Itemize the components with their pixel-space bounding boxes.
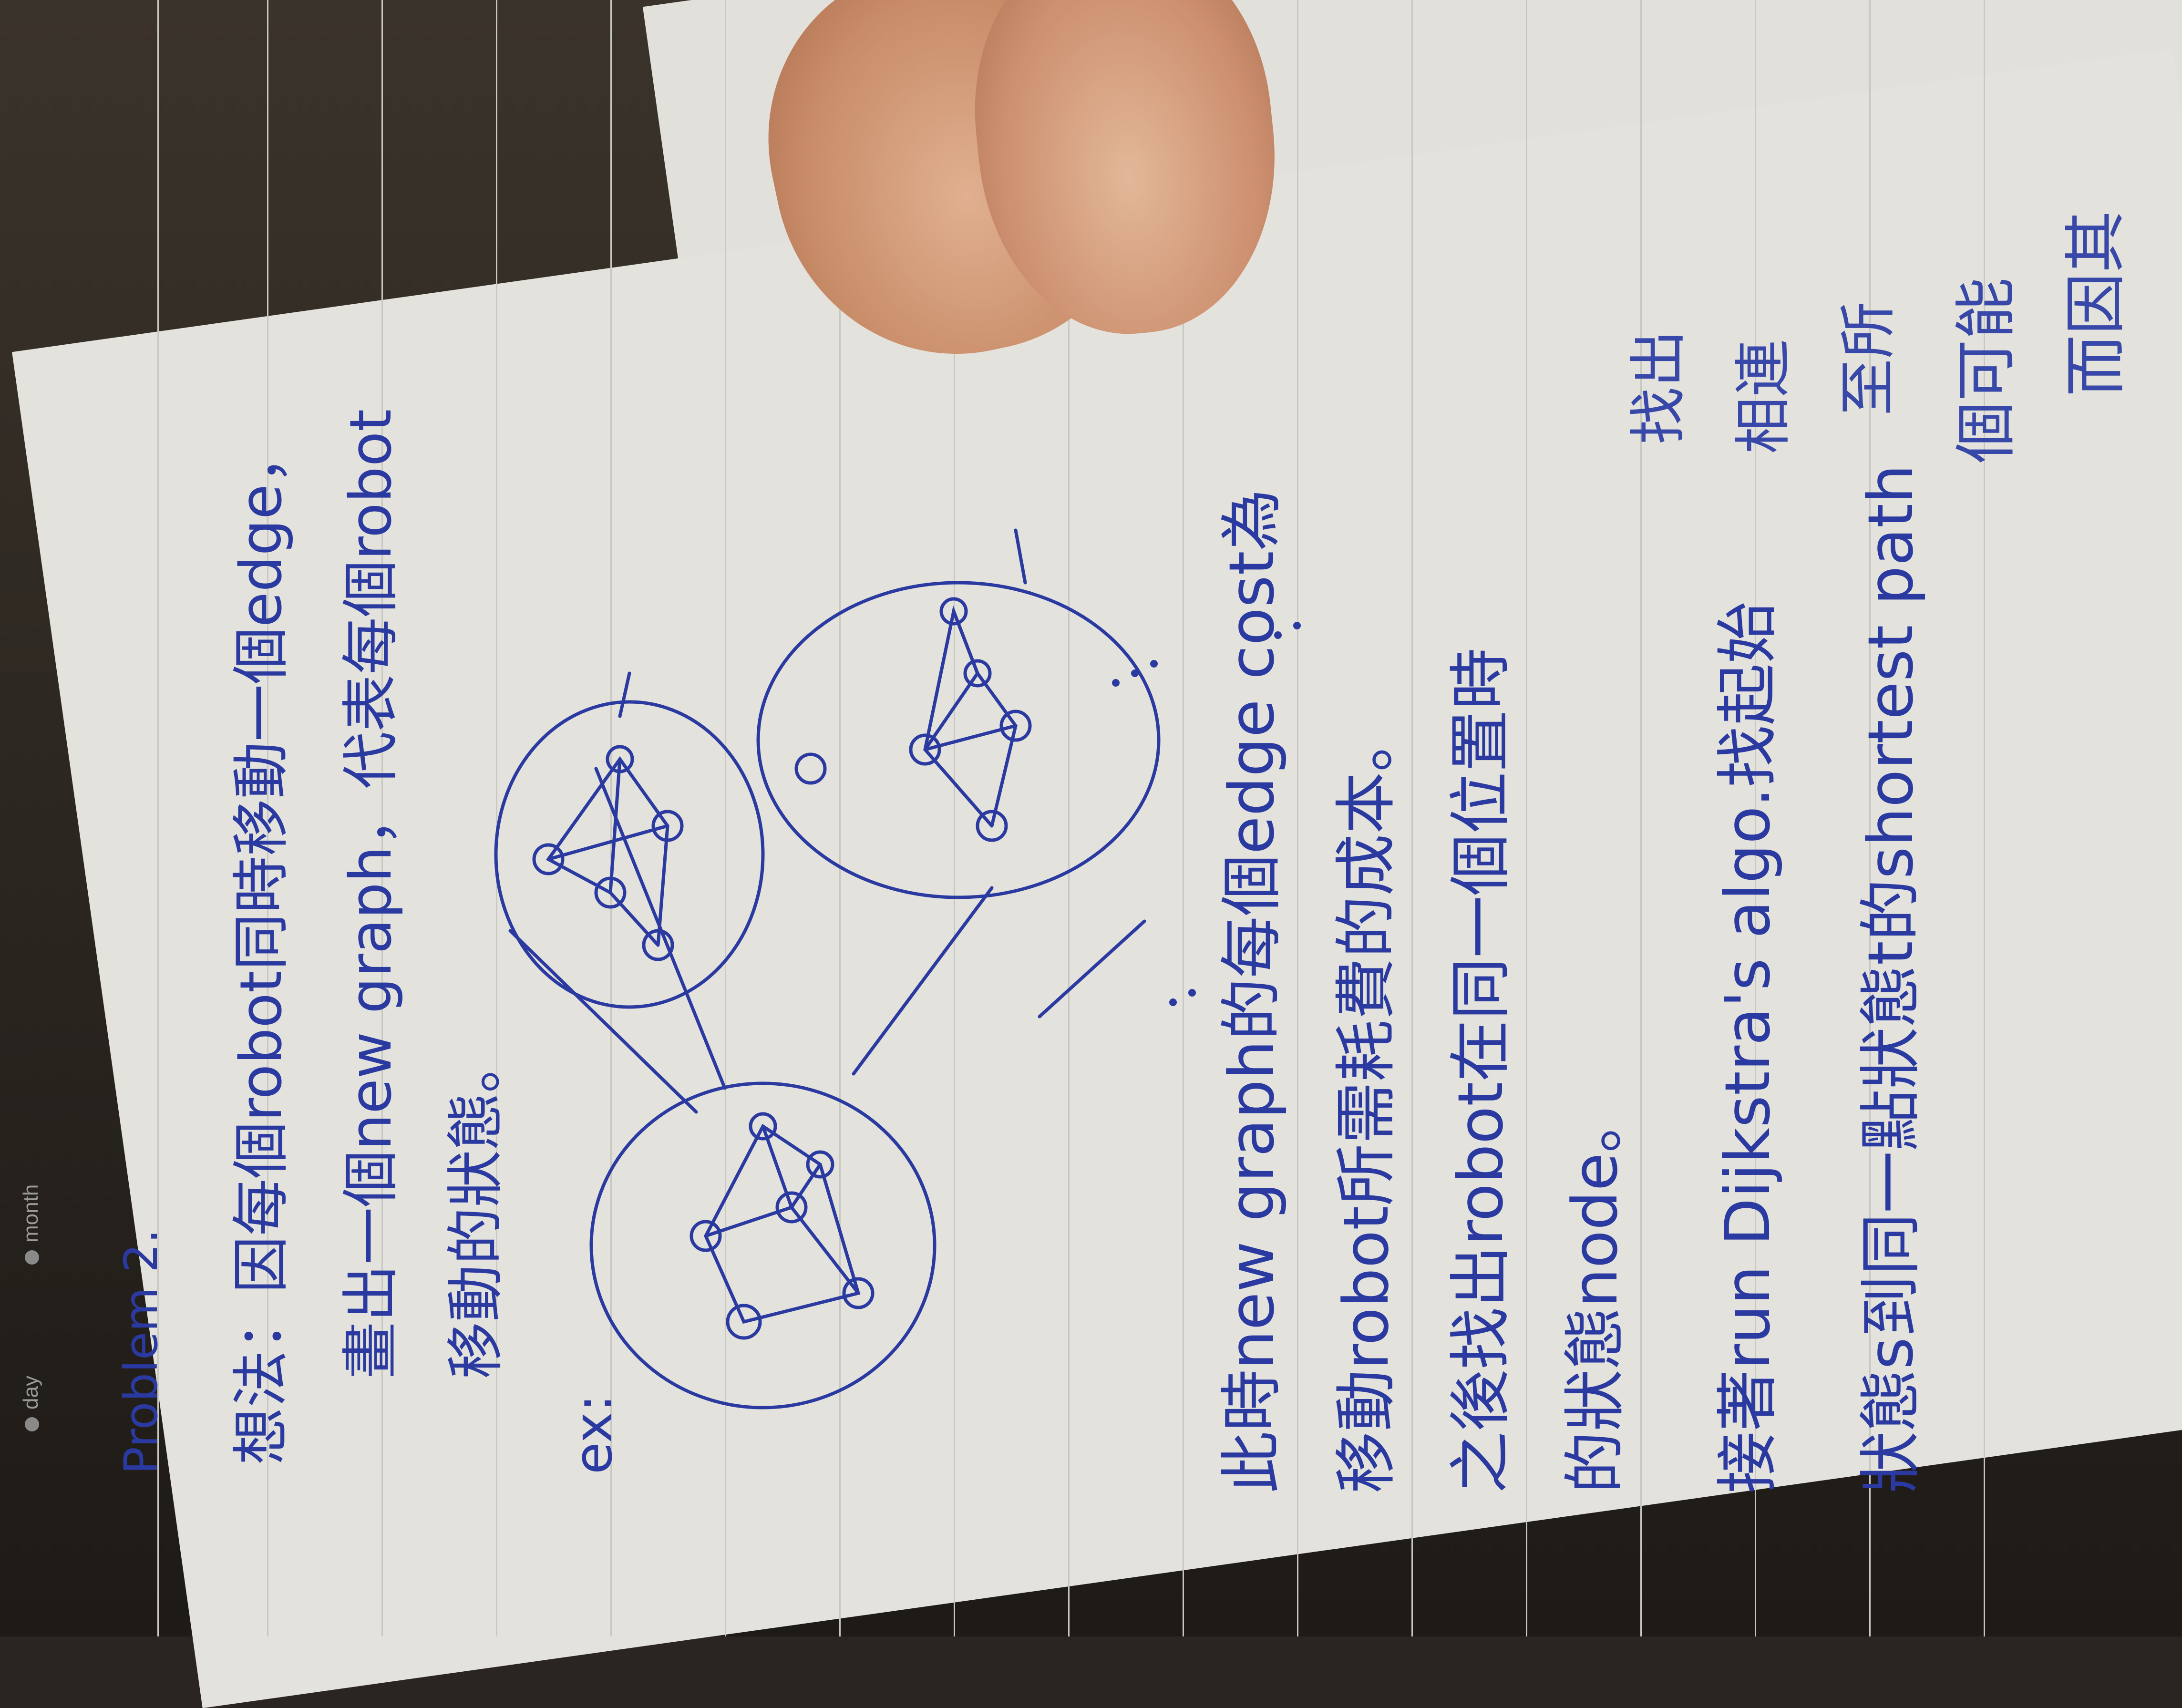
state-bubble	[756, 581, 1161, 899]
edge-line	[508, 929, 698, 1114]
page-writing: day month Problem 2. 想法：因每個robot同時移動一個ed…	[19, 0, 2132, 1636]
edge-line	[594, 767, 727, 1090]
edge-line	[852, 886, 994, 1076]
inner-graph	[532, 745, 684, 961]
edge-line	[618, 671, 631, 718]
inner-graph	[794, 597, 1032, 842]
inner-graph	[690, 1112, 875, 1340]
edge-line	[1014, 528, 1027, 585]
state-graph-diagram	[494, 528, 1301, 1410]
state-bubble	[589, 1081, 937, 1410]
edge-line	[1038, 919, 1146, 1019]
state-bubble	[494, 700, 765, 1009]
ellipsis-dots	[1112, 622, 1301, 1006]
